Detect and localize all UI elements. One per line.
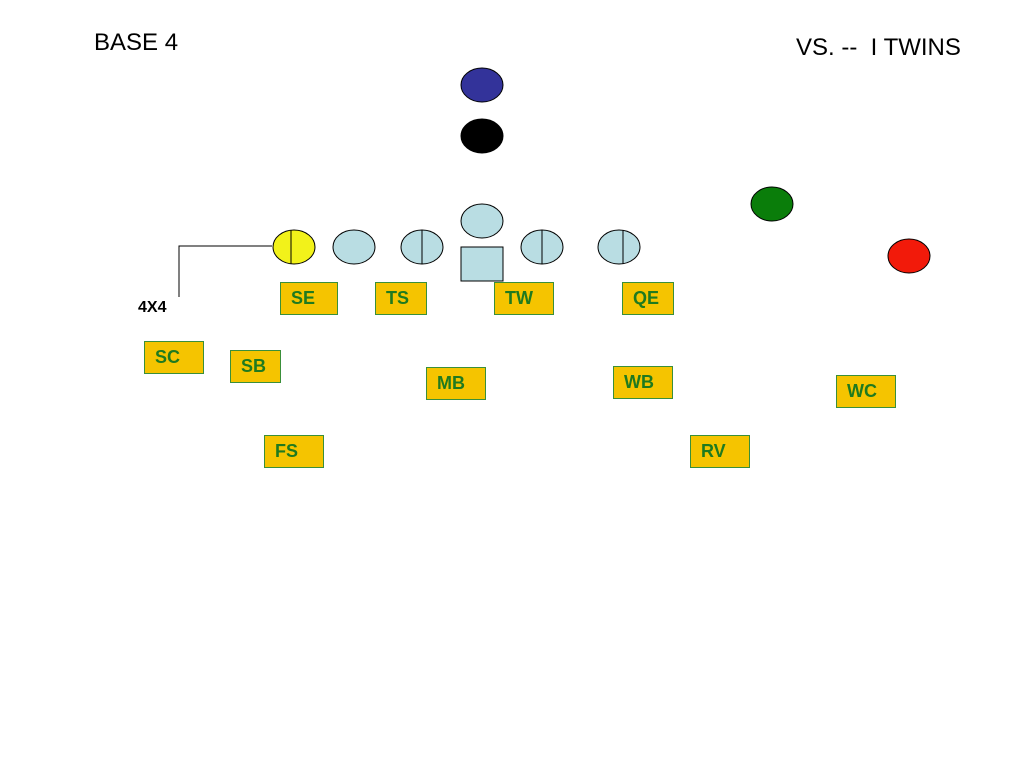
position-box-tw: TW <box>494 282 554 315</box>
position-box-fs: FS <box>264 435 324 468</box>
position-label: WB <box>624 372 654 392</box>
tight-end-marker <box>272 229 316 265</box>
coverage-label: 4X4 <box>138 299 167 316</box>
position-box-se: SE <box>280 282 338 315</box>
slot-receiver-marker <box>750 186 794 222</box>
right-tackle-marker <box>597 229 641 265</box>
position-box-qe: QE <box>622 282 674 315</box>
center-marker <box>460 246 504 282</box>
position-label: SC <box>155 347 181 367</box>
running-back-marker <box>460 67 504 103</box>
wide-receiver-marker <box>887 238 931 274</box>
coverage-bracket-line <box>178 245 272 297</box>
quarterback-marker <box>460 203 504 239</box>
position-box-wc: WC <box>836 375 896 408</box>
position-label: SE <box>291 288 316 308</box>
position-label: MB <box>437 373 465 393</box>
fullback-marker <box>460 118 504 154</box>
position-box-mb: MB <box>426 367 486 400</box>
position-box-sc: SC <box>144 341 204 374</box>
position-box-wb: WB <box>613 366 673 399</box>
position-label: FS <box>275 441 299 461</box>
position-label: SB <box>241 356 267 376</box>
position-box-rv: RV <box>690 435 750 468</box>
position-label: TS <box>386 288 410 308</box>
opponent-formation-label: VS. -- I TWINS <box>796 34 961 61</box>
position-box-ts: TS <box>375 282 427 315</box>
position-label: RV <box>701 441 726 461</box>
page-title: BASE 4 <box>94 29 179 56</box>
position-label: QE <box>633 288 660 308</box>
position-box-sb: SB <box>230 350 281 383</box>
position-label: WC <box>847 381 877 401</box>
left-tackle-marker <box>332 229 376 265</box>
position-label: TW <box>505 288 533 308</box>
